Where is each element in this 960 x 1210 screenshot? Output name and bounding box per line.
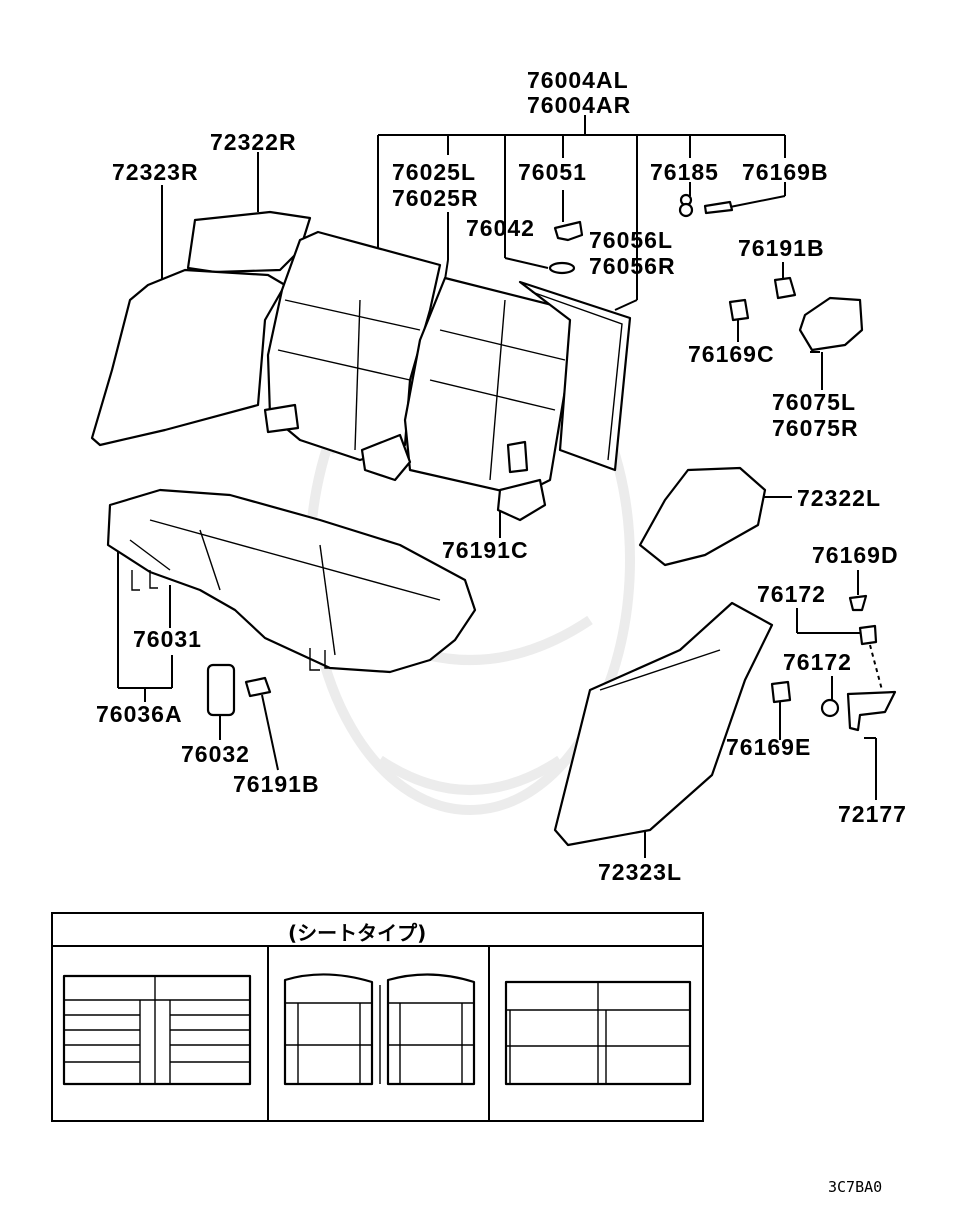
bracket-72177 (846, 690, 897, 732)
side-panel-72323R (90, 268, 287, 447)
bolt-76169C (728, 298, 750, 322)
label-76169C: 76169C (688, 341, 775, 367)
label-76191B-top: 76191B (738, 235, 825, 261)
label-76004AR: 76004AR (527, 92, 631, 118)
label-72177: 72177 (838, 801, 907, 827)
clip-76169D (848, 594, 868, 612)
label-76051: 76051 (518, 159, 587, 185)
back-panel-76056 (518, 280, 632, 472)
label-76169B: 76169B (742, 159, 829, 185)
bolt-76191B-bottom (244, 676, 272, 698)
seat-type-2-illustration (283, 973, 476, 1086)
bolt-76169E (770, 680, 792, 704)
side-panel-72323L (553, 601, 774, 847)
label-76056R: 76056R (589, 253, 676, 279)
clip-76185-b (678, 202, 694, 218)
label-76042: 76042 (466, 215, 535, 241)
label-76075L: 76075L (772, 389, 856, 415)
seat-type-3-illustration (504, 980, 692, 1086)
nut-76172-a (858, 624, 878, 646)
part-labels: 76004AL 76004AR 72322R 72323R 76025L 760… (96, 67, 907, 885)
label-76032: 76032 (181, 741, 250, 767)
label-76191C: 76191C (442, 537, 529, 563)
trim-72322R (186, 210, 312, 274)
bolt-76191B-top (773, 276, 797, 300)
label-76191B-bottom: 76191B (233, 771, 320, 797)
diagram-code: 3C7BA0 (828, 1178, 882, 1196)
seat-type-title: (シートタイプ) (288, 921, 426, 945)
label-76031: 76031 (133, 626, 202, 652)
seatback-left (266, 230, 442, 462)
label-76169D: 76169D (812, 542, 899, 568)
label-76036A: 76036A (96, 701, 183, 727)
bolt-76191C (506, 440, 529, 474)
bracket-76075 (798, 296, 864, 352)
hinge-left (360, 433, 412, 482)
label-76172-b: 76172 (783, 649, 852, 675)
seat-cushion-76031 (106, 488, 477, 674)
label-76075R: 76075R (772, 415, 859, 441)
seat-type-table: (シートタイプ) (51, 912, 704, 1122)
label-72322R: 72322R (210, 129, 297, 155)
knob-76051 (553, 220, 584, 242)
trim-76032 (206, 663, 236, 717)
label-76169E: 76169E (726, 734, 811, 760)
seatback-right (403, 276, 582, 497)
washer-76042 (548, 261, 576, 275)
label-72323L: 72323L (598, 859, 682, 885)
label-76056L: 76056L (589, 227, 673, 253)
label-72322L: 72322L (797, 485, 881, 511)
label-76172-a: 76172 (757, 581, 826, 607)
seat-type-1-illustration (62, 974, 252, 1086)
label-76004AL: 76004AL (527, 67, 629, 93)
label-76025L: 76025L (392, 159, 476, 185)
trim-72322L (638, 466, 767, 567)
bolt-76169B (703, 200, 734, 215)
label-76185: 76185 (650, 159, 719, 185)
nut-76172-b (820, 698, 840, 718)
label-76025R: 76025R (392, 185, 479, 211)
label-72323R: 72323R (112, 159, 199, 185)
bracket-hinge-small (263, 403, 300, 434)
hinge-right (496, 478, 547, 522)
